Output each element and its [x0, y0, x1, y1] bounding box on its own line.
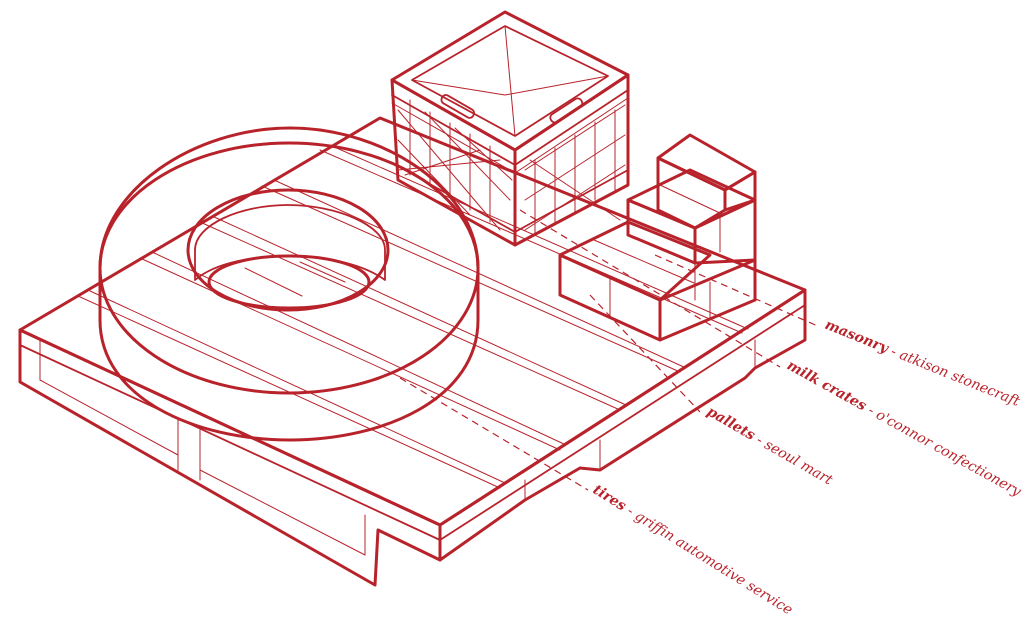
label-tires: tires - griffin automotive service — [590, 482, 795, 619]
label-pallets: pallets - seoul mart — [704, 404, 835, 489]
masonry-stack — [560, 135, 755, 340]
milk-crate — [392, 12, 628, 245]
